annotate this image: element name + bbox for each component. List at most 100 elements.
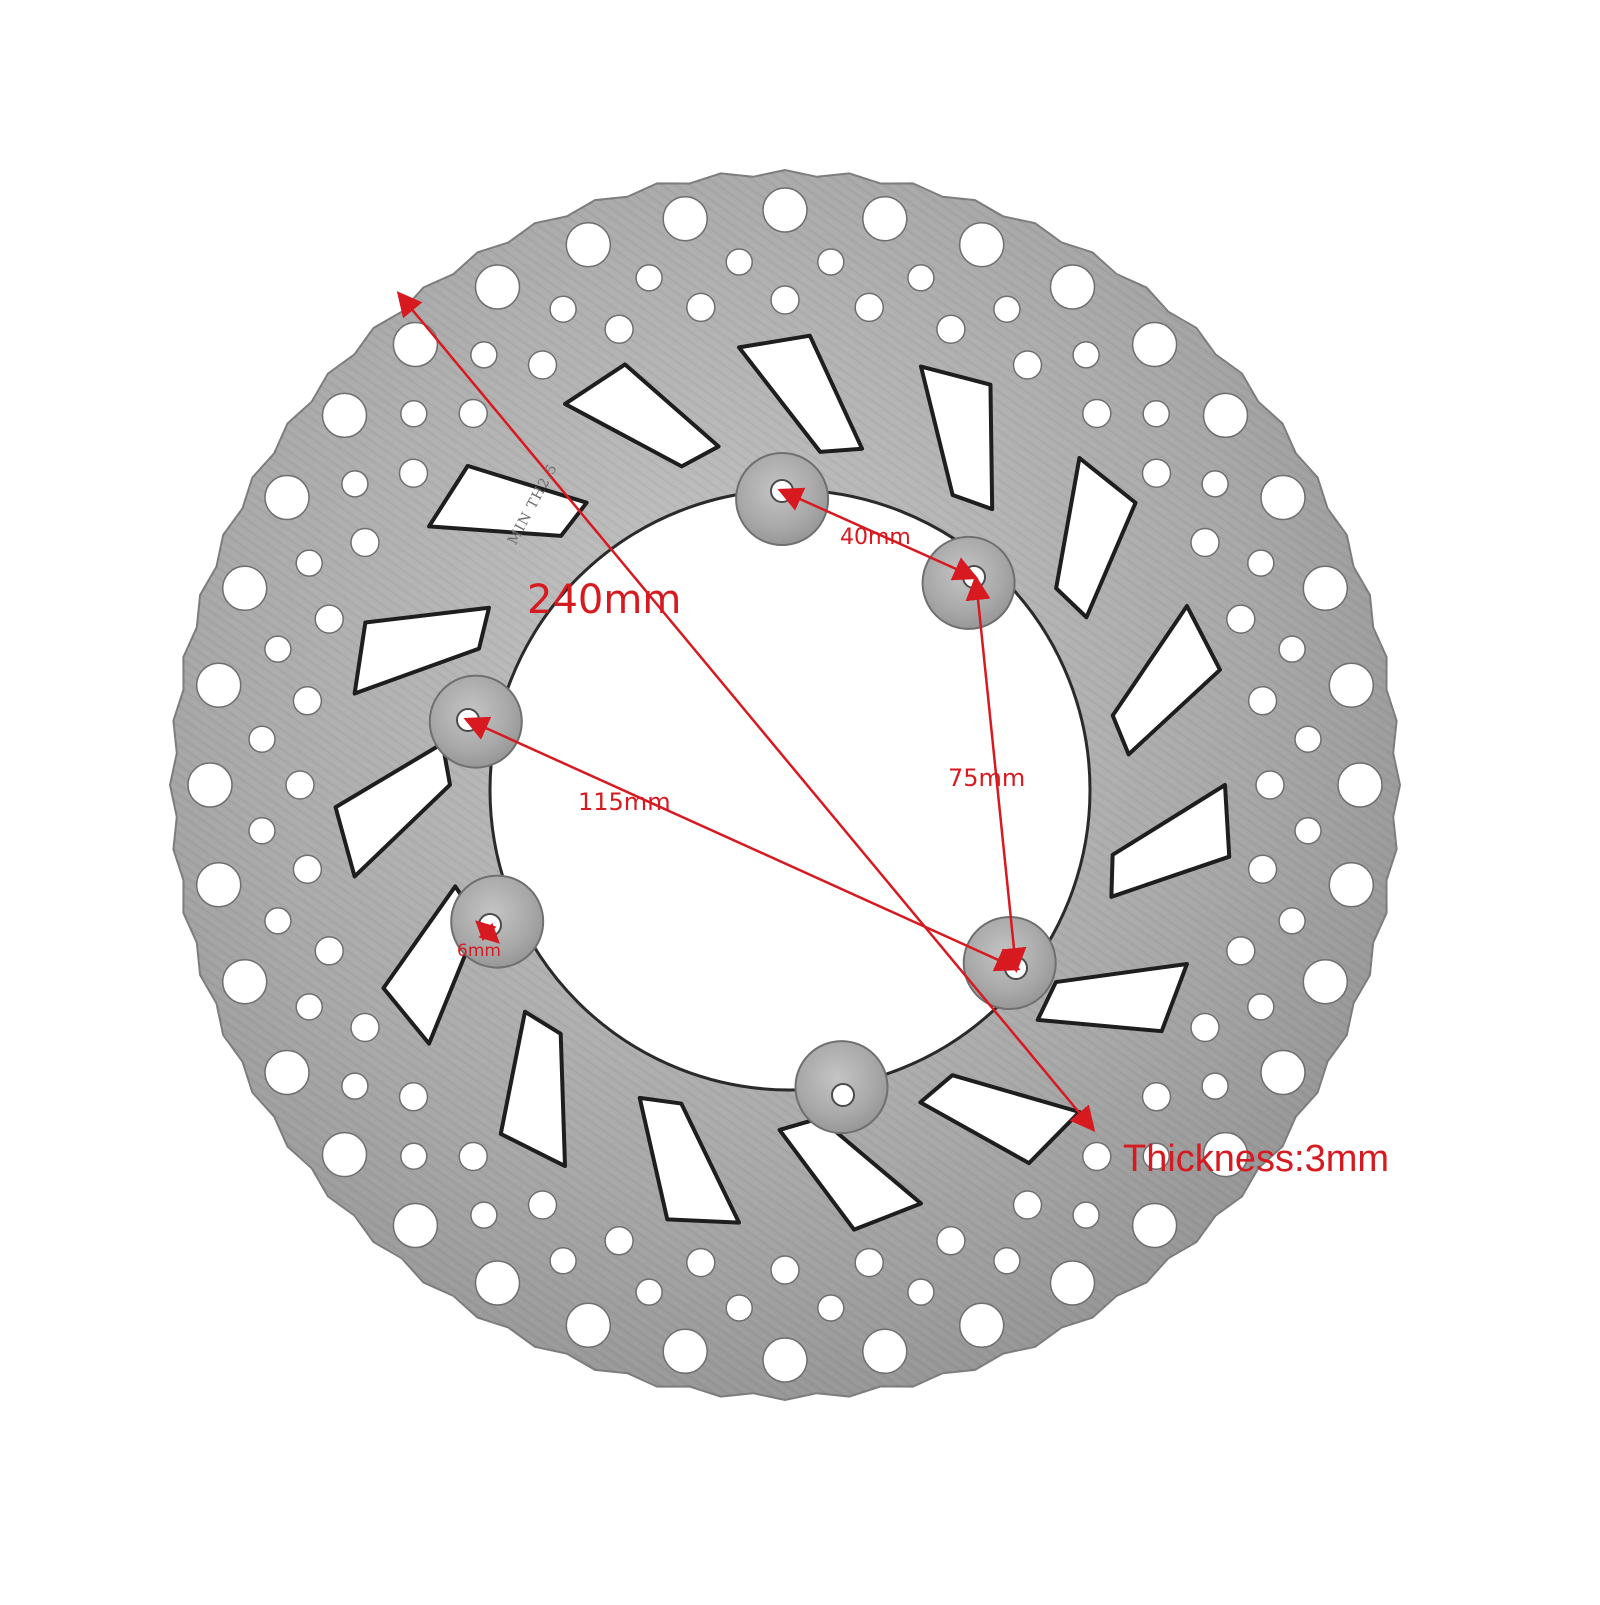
bolt-hole [478, 913, 502, 937]
label-bolt-hole: 6mm [457, 941, 501, 961]
label-bolt-spacing-diagonal: 115mm [578, 788, 671, 816]
drill-hole [398, 1082, 429, 1112]
drill-hole [341, 470, 369, 498]
dim-line-115 [463, 716, 1021, 972]
drill-hole [862, 1328, 908, 1375]
drill-hole [398, 458, 429, 488]
drill-hole [635, 264, 663, 292]
drill-hole [854, 1247, 884, 1278]
drill-hole [770, 1255, 800, 1285]
drill-hole [993, 1247, 1021, 1275]
drill-hole [1328, 662, 1375, 708]
drill-hole [686, 1247, 716, 1278]
drill-hole [993, 295, 1021, 323]
label-bolt-spacing-adjacent: 40mm [840, 525, 911, 550]
drill-hole [1131, 1202, 1178, 1249]
drill-hole [604, 314, 634, 344]
drill-hole [1226, 604, 1256, 634]
drill-hole [1049, 1260, 1096, 1306]
label-thickness: Thickness:3mm [1123, 1138, 1390, 1180]
drill-hole [1190, 527, 1220, 558]
drill-hole [1278, 635, 1306, 663]
drill-hole [264, 474, 310, 521]
drill-hole [662, 195, 708, 242]
drill-hole [1302, 958, 1349, 1005]
drill-hole [549, 295, 577, 323]
drill-hole [1337, 762, 1383, 808]
drill-hole [1190, 1012, 1220, 1043]
drill-hole [248, 725, 276, 753]
drill-hole [1082, 398, 1112, 429]
drill-hole [1260, 1049, 1306, 1096]
drill-hole [1260, 474, 1306, 521]
label-outer-diameter: 240mm [527, 577, 682, 623]
drill-hole [762, 187, 808, 233]
drill-hole [1201, 470, 1229, 498]
drill-hole [321, 392, 368, 439]
drill-hole [350, 1012, 380, 1043]
drill-hole [264, 907, 292, 935]
drill-hole [907, 1278, 935, 1306]
drill-hole [1247, 854, 1278, 884]
drill-hole [762, 1337, 808, 1383]
drill-hole [725, 1294, 753, 1322]
drill-hole [565, 221, 612, 268]
drill-hole [1294, 817, 1322, 845]
drill-hole [1142, 400, 1170, 428]
drill-hole [400, 400, 428, 428]
label-bolt-spacing-side: 75mm [948, 764, 1026, 792]
vent-window [1110, 604, 1222, 757]
drill-hole [854, 292, 884, 323]
bolt-hole [831, 1083, 855, 1107]
drill-hole [1247, 686, 1278, 716]
drill-hole [314, 604, 344, 634]
drill-hole [321, 1131, 368, 1178]
drill-hole [264, 635, 292, 663]
drill-hole [686, 292, 716, 323]
drill-hole [195, 862, 242, 908]
drill-hole [1247, 993, 1275, 1021]
drill-hole [936, 1226, 966, 1256]
drill-hole [458, 1141, 488, 1172]
drill-hole [604, 1226, 634, 1256]
drill-hole [474, 264, 521, 310]
drill-hole [1278, 907, 1306, 935]
drill-hole [907, 264, 935, 292]
drill-hole [1072, 341, 1100, 369]
drill-hole [1328, 862, 1375, 908]
drill-hole [936, 314, 966, 344]
drill-hole [285, 770, 315, 800]
drill-hole [770, 285, 800, 315]
drill-hole [292, 854, 323, 884]
drill-hole [527, 350, 558, 380]
drill-hole [1201, 1072, 1229, 1100]
drill-hole [195, 662, 242, 708]
drill-hole [1012, 350, 1043, 380]
drill-hole [392, 321, 439, 368]
dim-line-240 [396, 291, 1096, 1132]
drill-hole [295, 993, 323, 1021]
dim-line-6 [475, 920, 500, 944]
drill-hole [470, 1201, 498, 1229]
drill-hole [662, 1328, 708, 1375]
drill-hole [295, 549, 323, 577]
drill-hole [1226, 936, 1256, 966]
drill-hole [1012, 1190, 1043, 1220]
drill-hole [635, 1278, 663, 1306]
drill-hole [958, 221, 1005, 268]
drill-hole [958, 1302, 1005, 1349]
drill-hole [1082, 1141, 1112, 1172]
drill-hole [565, 1302, 612, 1349]
drill-hole [314, 936, 344, 966]
drill-hole [1131, 321, 1178, 368]
drill-hole [1141, 458, 1172, 488]
drill-hole [221, 565, 268, 612]
drill-hole [1294, 725, 1322, 753]
drill-hole [1072, 1201, 1100, 1229]
drill-hole [400, 1142, 428, 1170]
drill-hole [292, 686, 323, 716]
dim-line-40 [777, 487, 979, 581]
drill-hole [187, 762, 233, 808]
